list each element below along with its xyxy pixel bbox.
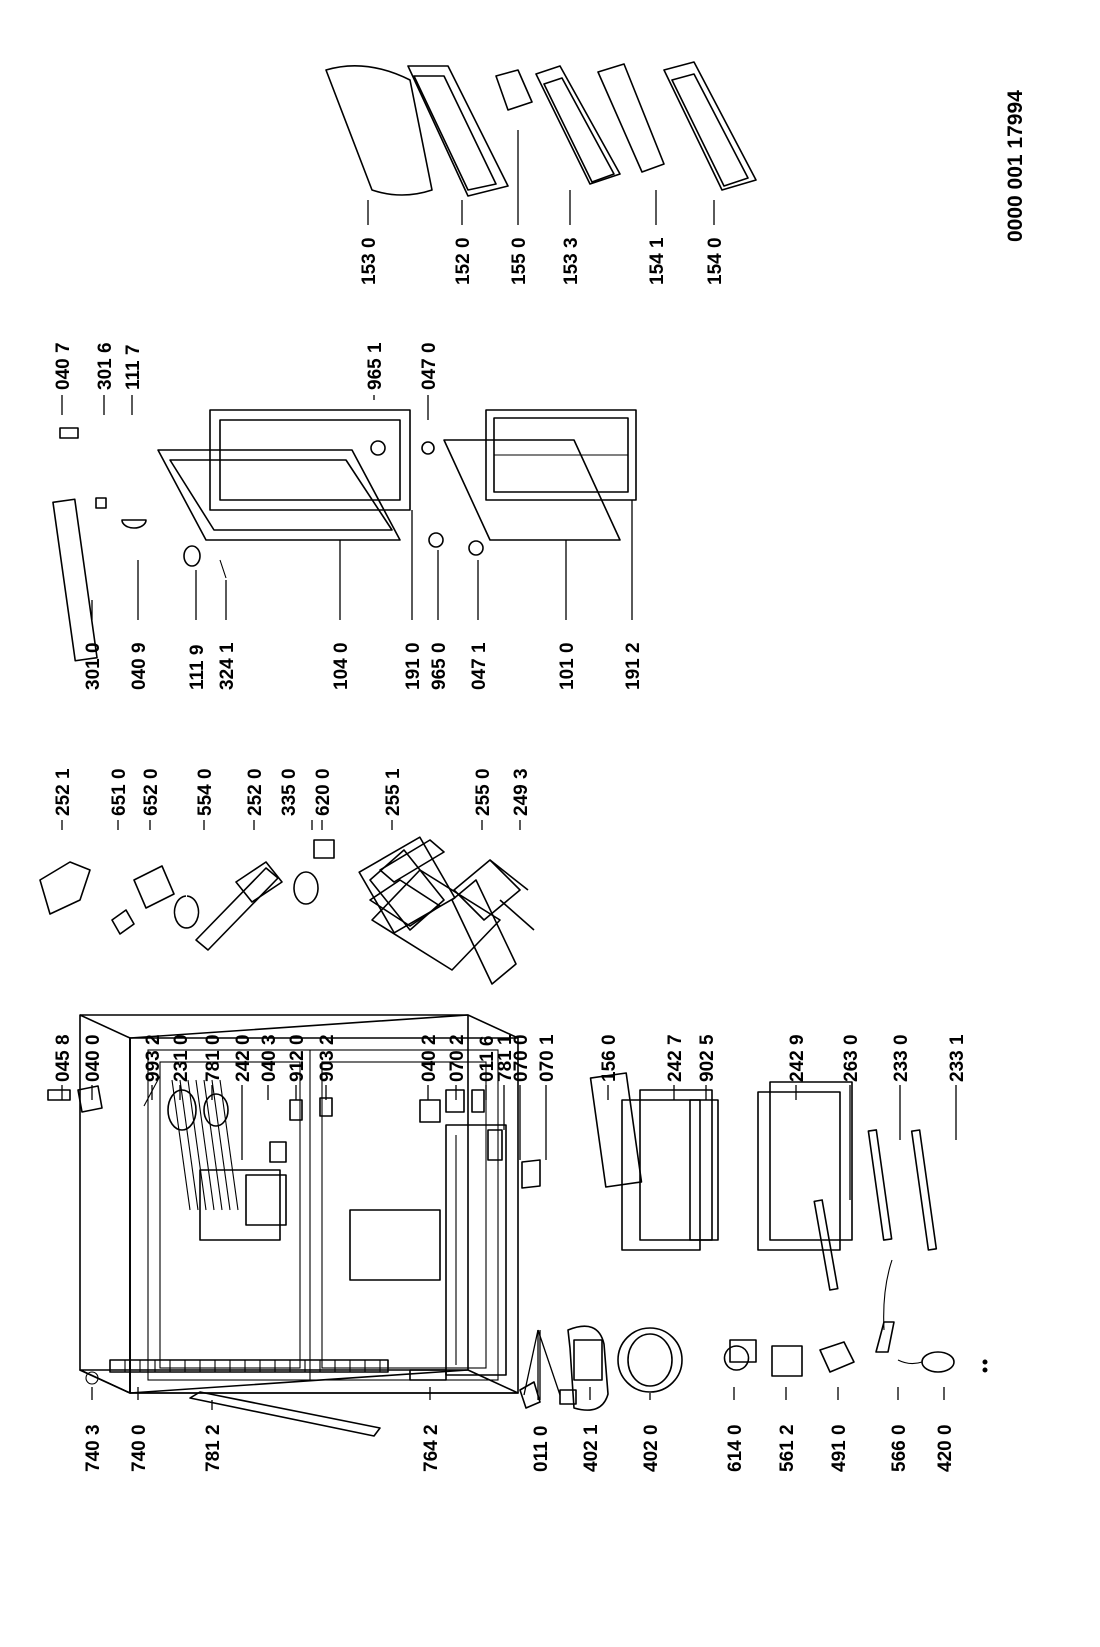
label-614-0: 614 0 [725, 1424, 746, 1472]
label-324-1: 324 1 [217, 642, 238, 690]
label-740-3: 740 3 [83, 1424, 104, 1472]
label-764-2: 764 2 [421, 1424, 442, 1472]
label-912-0: 912 0 [287, 1034, 308, 1082]
thermostat-drawing [39, 836, 529, 951]
label-301-0: 301 0 [83, 642, 104, 690]
label-153-0: 153 0 [359, 237, 380, 285]
label-965-1: 965 1 [365, 342, 386, 390]
label-561-2: 561 2 [777, 1424, 798, 1472]
label-011-0: 011 0 [531, 1426, 552, 1473]
label-242-0: 242 0 [233, 1034, 254, 1082]
fittings-drawing [47, 1075, 541, 1189]
label-652-0: 652 0 [141, 768, 162, 816]
label-155-0: 155 0 [509, 237, 530, 285]
part-number-labels: 045 8 040 0 993 2 231 0 781 0 242 0 040 … [53, 237, 968, 1472]
label-781-1: 781 1 [495, 1034, 516, 1082]
label-104-0: 104 0 [331, 642, 352, 690]
label-070-2: 070 2 [447, 1034, 468, 1082]
part-drawings [39, 61, 988, 1437]
label-040-2: 040 2 [419, 1034, 440, 1082]
door-bins-drawing [325, 61, 757, 197]
label-111-7: 111 7 [123, 345, 144, 390]
label-993-2: 993 2 [143, 1034, 164, 1082]
label-651-0: 651 0 [109, 768, 130, 816]
label-252-1: 252 1 [53, 768, 74, 816]
door-drawing [52, 409, 637, 662]
label-740-0: 740 0 [129, 1424, 150, 1472]
label-402-0: 402 0 [641, 1424, 662, 1472]
label-070-1: 070 1 [537, 1034, 558, 1082]
label-040-7: 040 7 [53, 342, 74, 390]
label-491-0: 491 0 [829, 1424, 850, 1472]
document-number: 0000 001 17994 [1004, 90, 1027, 242]
label-154-1: 154 1 [647, 237, 668, 285]
label-335-0: 335 0 [279, 768, 300, 816]
label-902-5: 902 5 [697, 1034, 718, 1082]
label-233-1: 233 1 [947, 1034, 968, 1082]
label-070-0: 070 0 [511, 1034, 532, 1082]
label-965-0: 965 0 [429, 642, 450, 690]
shelf-drawing [369, 849, 535, 985]
label-263-0: 263 0 [841, 1034, 862, 1082]
label-620-0: 620 0 [313, 768, 334, 816]
label-554-0: 554 0 [195, 768, 216, 816]
label-011-6: 011 6 [477, 1036, 498, 1083]
label-156-0: 156 0 [599, 1034, 620, 1082]
label-252-0: 252 0 [245, 768, 266, 816]
compressor-drawing [519, 1259, 988, 1411]
label-242-7: 242 7 [665, 1034, 686, 1082]
condenser-drawing [85, 1359, 447, 1437]
label-047-1: 047 1 [469, 642, 490, 690]
label-255-0: 255 0 [473, 768, 494, 816]
drawer-drawing [589, 1072, 938, 1291]
label-040-3: 040 3 [259, 1034, 280, 1082]
label-101-0: 101 0 [557, 642, 578, 690]
label-781-2: 781 2 [203, 1424, 224, 1472]
label-255-1: 255 1 [383, 768, 404, 816]
label-040-0: 040 0 [83, 1034, 104, 1082]
label-566-0: 566 0 [889, 1424, 910, 1472]
label-420-0: 420 0 [935, 1424, 956, 1472]
label-233-0: 233 0 [891, 1034, 912, 1082]
label-249-3: 249 3 [511, 768, 532, 816]
label-301-6: 301 6 [95, 342, 116, 390]
label-047-0: 047 0 [419, 342, 440, 390]
label-402-1: 402 1 [581, 1424, 602, 1472]
label-040-9: 040 9 [129, 642, 150, 690]
cabinet-drawing [79, 1014, 519, 1394]
label-191-2: 191 2 [623, 642, 644, 690]
label-045-8: 045 8 [53, 1034, 74, 1082]
label-153-3: 153 3 [561, 237, 582, 285]
label-111-9: 111 9 [187, 645, 208, 690]
label-154-0: 154 0 [705, 237, 726, 285]
leader-lines [61, 130, 957, 1410]
label-152-0: 152 0 [453, 237, 474, 285]
label-903-2: 903 2 [317, 1034, 338, 1082]
label-191-0: 191 0 [403, 642, 424, 690]
label-231-0: 231 0 [171, 1034, 192, 1082]
label-242-9: 242 9 [787, 1034, 808, 1082]
label-781-0: 781 0 [203, 1034, 224, 1082]
